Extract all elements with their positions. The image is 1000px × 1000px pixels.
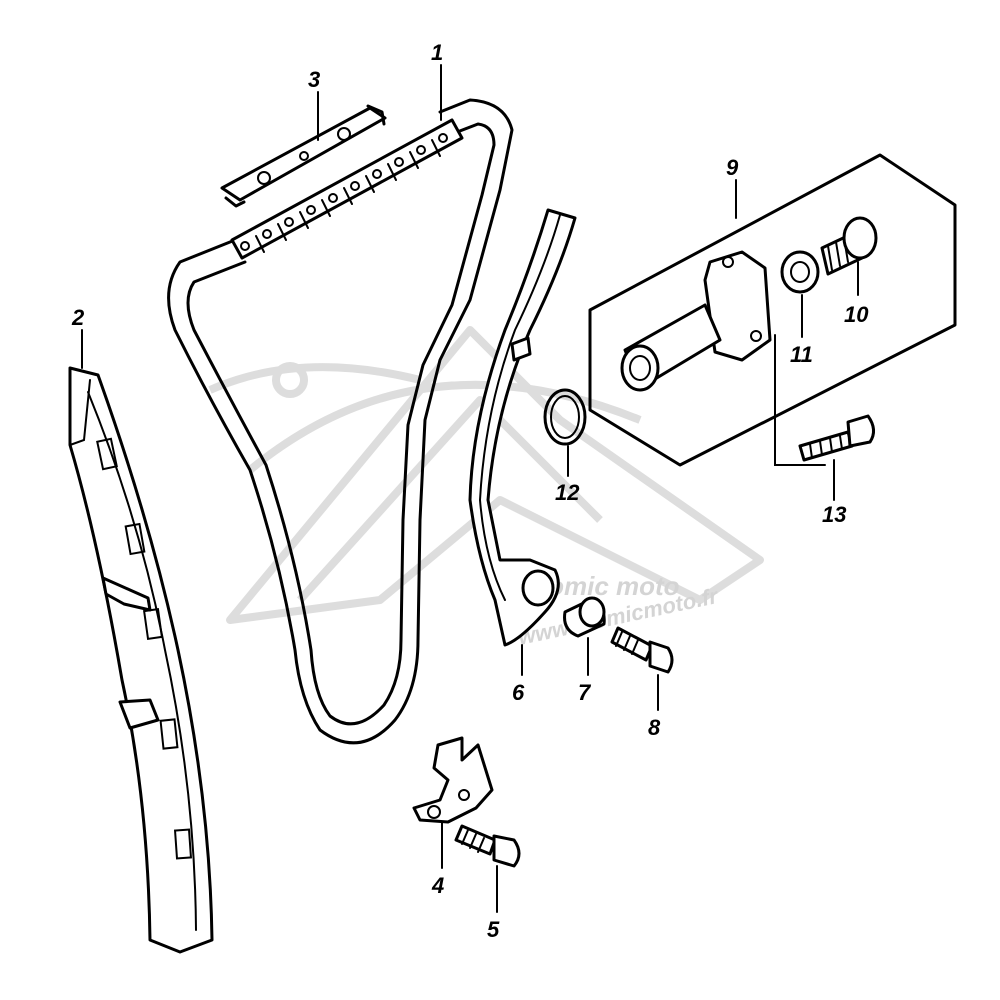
guide-bracket xyxy=(412,736,494,824)
label-part-12: 12 xyxy=(555,480,580,505)
label-part-10: 10 xyxy=(844,302,869,327)
label-part-4: 4 xyxy=(431,873,444,898)
o-ring xyxy=(543,388,587,446)
chain-links xyxy=(230,118,464,260)
tensioner-arm xyxy=(468,208,577,647)
spacer xyxy=(563,596,606,638)
label-part-3: 3 xyxy=(308,67,320,92)
label-part-5: 5 xyxy=(487,917,500,942)
bracket-bolt xyxy=(454,824,521,868)
part-labels: 1 2 3 4 5 6 7 8 9 10 11 12 13 xyxy=(71,40,869,942)
cam-chain xyxy=(167,98,514,745)
arm-bolt xyxy=(610,626,674,674)
tensioner-plug xyxy=(820,216,878,276)
label-part-7: 7 xyxy=(578,680,592,705)
tensioner-body xyxy=(620,250,772,392)
label-part-6: 6 xyxy=(512,680,525,705)
plug-gasket xyxy=(780,250,820,294)
tensioner-bolt xyxy=(798,414,875,462)
upper-chain-guide xyxy=(220,104,387,208)
label-part-9: 9 xyxy=(726,155,739,180)
leader-lines xyxy=(81,64,859,913)
label-part-1: 1 xyxy=(431,40,443,65)
rear-chain-guide xyxy=(68,366,214,954)
label-part-11: 11 xyxy=(790,342,813,367)
label-part-2: 2 xyxy=(71,305,85,330)
label-part-13: 13 xyxy=(822,502,846,527)
tensioner-assembly xyxy=(588,153,957,467)
label-part-8: 8 xyxy=(648,715,661,740)
